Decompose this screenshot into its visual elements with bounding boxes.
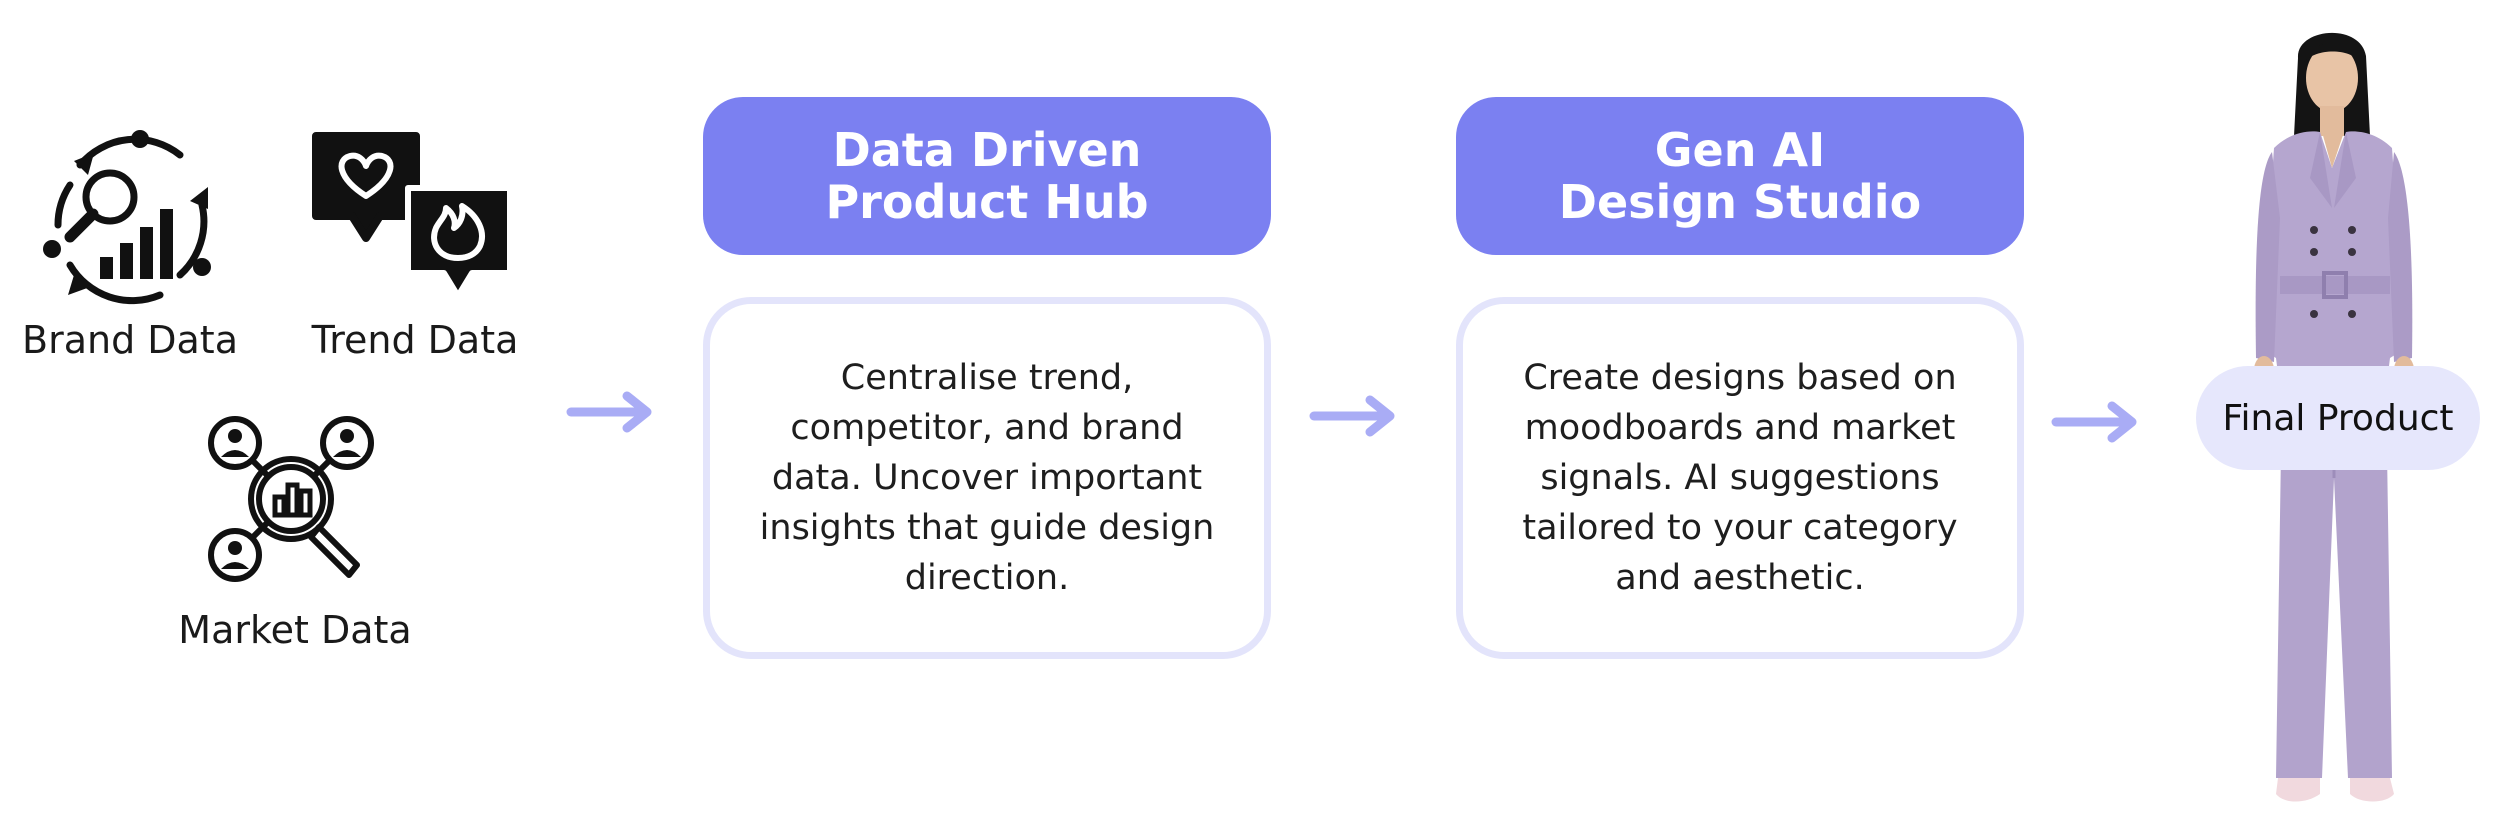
model-figure — [2210, 18, 2460, 818]
design-studio-description: Create designs based on moodboards and m… — [1522, 358, 1958, 598]
arrow-right-icon — [2050, 400, 2140, 444]
final-product-label: Final Product — [2222, 397, 2454, 439]
product-hub-title-line1: Data Driven — [832, 123, 1142, 177]
trend-data-label: Trend Data — [311, 318, 519, 362]
design-studio-title-line2: Design Studio — [1558, 175, 1922, 229]
design-studio-title-line1: Gen AI — [1654, 123, 1826, 177]
design-studio-card: Create designs based on moodboards and m… — [1456, 297, 2024, 659]
product-hub-card: Centralise trend, competitor, and brand … — [703, 297, 1271, 659]
trend-chat-icon — [308, 128, 518, 303]
market-network-icon — [205, 415, 385, 590]
product-hub-description: Centralise trend, competitor, and brand … — [759, 358, 1215, 598]
brand-analytics-icon — [40, 125, 220, 305]
market-data-label: Market Data — [178, 608, 412, 652]
final-product-badge: Final Product — [2196, 366, 2480, 470]
design-studio-header: Gen AI Design Studio — [1456, 97, 2024, 255]
product-hub-title-line2: Product Hub — [825, 175, 1149, 229]
arrow-right-icon — [1308, 394, 1398, 438]
arrow-right-icon — [565, 390, 655, 434]
brand-data-label: Brand Data — [22, 318, 238, 362]
product-hub-header: Data Driven Product Hub — [703, 97, 1271, 255]
